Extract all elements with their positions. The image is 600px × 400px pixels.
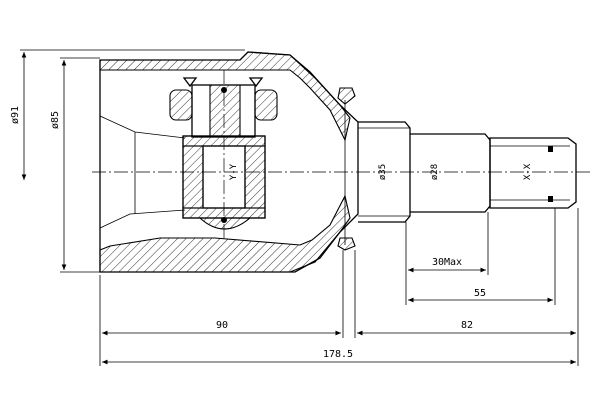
dim-spline-length-max: 30Max [432, 257, 462, 268]
stub-shaft [358, 121, 577, 223]
section-label-x: X-X [523, 163, 533, 180]
shaft-spline [489, 137, 577, 209]
dim-shaft-diameter-28: ø28 [430, 164, 440, 180]
dim-length-82: 82 [461, 320, 473, 331]
dim-length-55: 55 [474, 288, 486, 299]
dim-outer-diameter: ø91 [10, 106, 21, 124]
dim-shaft-diameter-35: ø35 [378, 164, 388, 180]
section-label-y: Y-Y [229, 163, 239, 180]
extension-lines [20, 49, 579, 366]
housing [99, 51, 359, 273]
roller-lower [198, 217, 252, 230]
dim-total-length: 178.5 [323, 349, 353, 360]
roller-left [169, 89, 193, 121]
shaft-body [410, 133, 491, 213]
seal-ring [337, 87, 356, 251]
housing-lower-wall [99, 194, 351, 273]
roller-right [254, 89, 278, 121]
roller-clips [182, 77, 264, 88]
dim-inner-diameter: ø85 [50, 111, 61, 129]
dim-length-90: 90 [216, 320, 228, 331]
dimension-lines [21, 52, 576, 365]
tripod-assembly [169, 70, 278, 240]
